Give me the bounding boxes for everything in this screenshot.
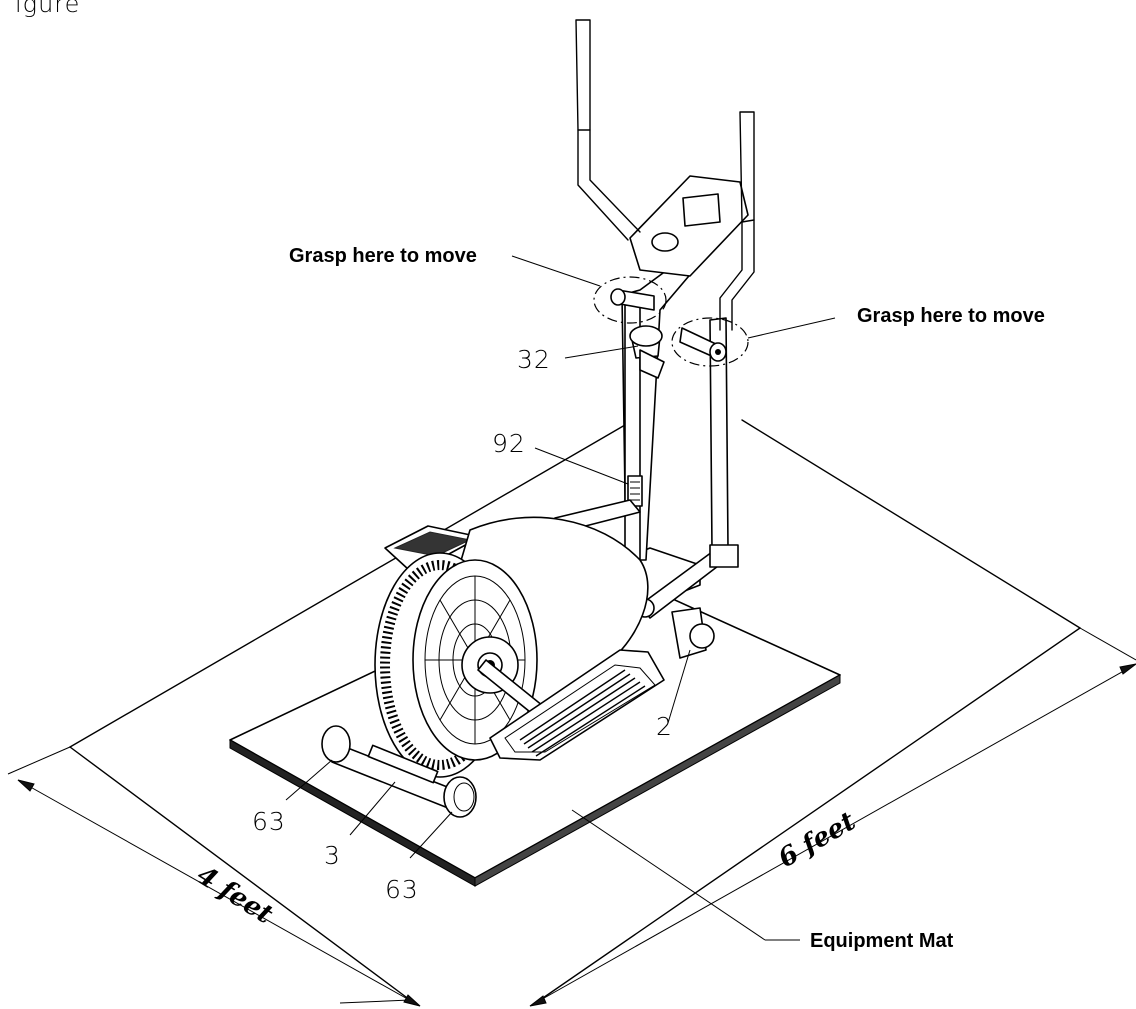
part-number-2: 2 [656,712,673,741]
end-cap-right [443,776,477,818]
grasp-zone-left [593,276,667,324]
grasp-here-label-right: Grasp here to move [857,305,1045,327]
part-number-63-left: 63 [252,807,286,836]
elliptical-trainer [321,19,755,818]
leader-lines [285,255,836,941]
figure-caption-fragment: igure [15,0,80,18]
dimension-width-line [7,746,421,1007]
console-screen [682,193,721,227]
dimension-length-label: 6 feet [774,806,861,874]
grasp-here-label-left: Grasp here to move [289,245,477,267]
dimension-width-label: 4 feet [191,860,278,930]
end-cap-left [321,725,351,763]
part-number-32: 32 [517,345,551,374]
part-number-63-right: 63 [385,875,419,904]
part-number-92: 92 [492,429,526,458]
clearance-area [69,419,1081,1001]
dimension-length-line [529,627,1136,1007]
equipment-mat-label: Equipment Mat [810,930,954,952]
part-number-3: 3 [324,841,341,870]
left-handle-grip [575,19,591,131]
right-handle-grip [739,111,755,223]
grasp-zone-right [671,317,749,367]
